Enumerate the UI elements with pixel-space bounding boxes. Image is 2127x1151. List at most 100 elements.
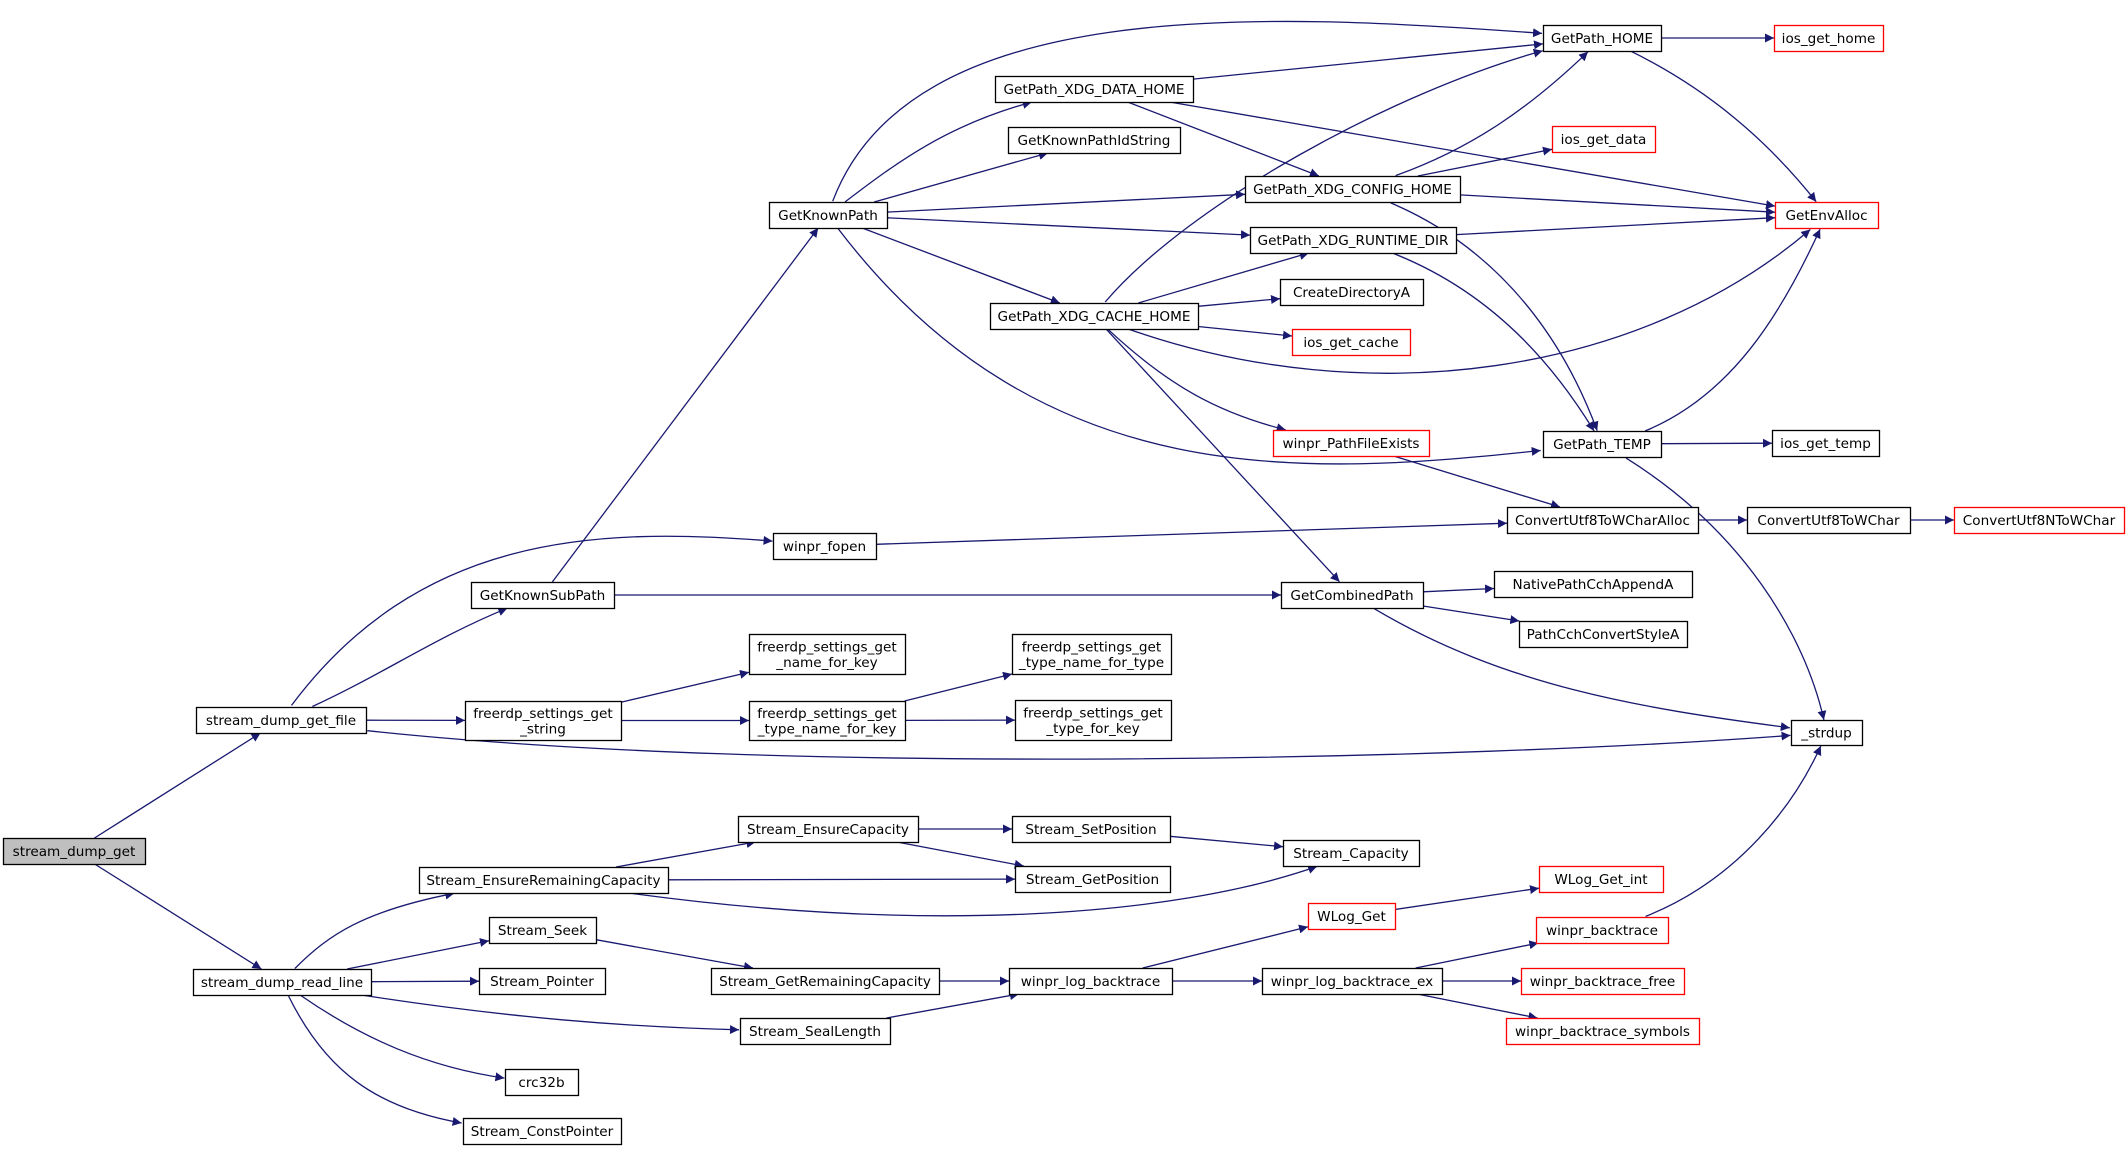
node-box[interactable] [1746, 506, 1912, 535]
node-box[interactable] [1007, 126, 1182, 155]
node-Stream_EnsureRemainingCapacity[interactable]: Stream_EnsureRemainingCapacity [418, 866, 670, 895]
node-box[interactable] [1538, 865, 1665, 894]
node-winpr_PathFileExists[interactable]: winpr_PathFileExists [1272, 429, 1431, 458]
node-box[interactable] [994, 75, 1195, 104]
node-ios_get_home[interactable]: ios_get_home [1773, 24, 1885, 53]
node-box[interactable] [1279, 278, 1425, 307]
node-winpr_log_backtrace_ex[interactable]: winpr_log_backtrace_ex [1261, 967, 1444, 996]
node-box[interactable] [1542, 24, 1663, 53]
node-box[interactable] [1773, 24, 1885, 53]
node-GetKnownPath[interactable]: GetKnownPath [768, 201, 889, 230]
node-box[interactable] [488, 916, 598, 945]
node-winpr_backtrace_free[interactable]: winpr_backtrace_free [1520, 967, 1686, 996]
node-stream_dump_get_file[interactable]: stream_dump_get_file [195, 706, 368, 735]
node-NativePathCchAppendA[interactable]: NativePathCchAppendA [1493, 570, 1694, 599]
node-box[interactable] [1506, 506, 1700, 535]
node-GetPath_XDG_CACHE_HOME[interactable]: GetPath_XDG_CACHE_HOME [989, 302, 1200, 331]
node-Stream_EnsureCapacity[interactable]: Stream_EnsureCapacity [737, 815, 920, 844]
node-Stream_Pointer[interactable]: Stream_Pointer [478, 967, 607, 996]
node-ConvertUtf8ToWChar[interactable]: ConvertUtf8ToWChar [1746, 506, 1912, 535]
node-box[interactable] [772, 532, 878, 561]
node-box[interactable] [768, 201, 889, 230]
node-freerdp_settings_get_type_name_for_type[interactable]: freerdp_settings_get_type_name_for_type [1011, 633, 1173, 676]
node-Stream_Seek[interactable]: Stream_Seek [488, 916, 598, 945]
node-box[interactable] [739, 1017, 892, 1046]
node-box[interactable] [1505, 1017, 1701, 1046]
node-box[interactable] [192, 968, 373, 997]
node-WLog_Get_int[interactable]: WLog_Get_int [1538, 865, 1665, 894]
node-box[interactable] [2, 837, 147, 866]
node-box[interactable] [462, 1117, 623, 1146]
node-box[interactable] [1272, 429, 1431, 458]
node-box[interactable] [1520, 967, 1686, 996]
node-CreateDirectoryA[interactable]: CreateDirectoryA [1279, 278, 1425, 307]
node-Stream_GetPosition[interactable]: Stream_GetPosition [1014, 865, 1172, 894]
node-GetPath_HOME[interactable]: GetPath_HOME [1542, 24, 1663, 53]
node-box[interactable] [1542, 430, 1663, 459]
node-GetPath_TEMP[interactable]: GetPath_TEMP [1542, 430, 1663, 459]
node-freerdp_settings_get_string[interactable]: freerdp_settings_get_string [464, 700, 623, 742]
node-box[interactable] [1014, 865, 1172, 894]
node-box[interactable] [470, 581, 616, 610]
node-box[interactable] [1551, 125, 1657, 154]
node-stream_dump_get[interactable]: stream_dump_get [2, 837, 147, 866]
node-box[interactable] [1493, 570, 1694, 599]
node-WLog_Get[interactable]: WLog_Get [1307, 902, 1397, 931]
node-box[interactable] [478, 967, 607, 996]
node-GetKnownSubPath[interactable]: GetKnownSubPath [470, 581, 616, 610]
node-box[interactable] [1011, 633, 1173, 676]
node-ios_get_data[interactable]: ios_get_data [1551, 125, 1657, 154]
node-PathCchConvertStyleA[interactable]: PathCchConvertStyleA [1518, 620, 1689, 649]
node-box[interactable] [195, 706, 368, 735]
node-GetKnownPathIdString[interactable]: GetKnownPathIdString [1007, 126, 1182, 155]
node-GetEnvAlloc[interactable]: GetEnvAlloc [1774, 201, 1880, 230]
node-box[interactable] [989, 302, 1200, 331]
node-freerdp_settings_get_type_name_for_key[interactable]: freerdp_settings_get_type_name_for_key [748, 700, 907, 742]
node-box[interactable] [1282, 839, 1421, 868]
node-winpr_log_backtrace[interactable]: winpr_log_backtrace [1008, 967, 1174, 996]
node-freerdp_settings_get_name_for_key[interactable]: freerdp_settings_get_name_for_key [748, 633, 907, 676]
node-ConvertUtf8NToWChar[interactable]: ConvertUtf8NToWChar [1953, 506, 2126, 535]
node-GetCombinedPath[interactable]: GetCombinedPath [1280, 581, 1425, 610]
node-box[interactable] [1244, 175, 1462, 204]
node-Stream_GetRemainingCapacity[interactable]: Stream_GetRemainingCapacity [710, 967, 941, 996]
node-winpr_backtrace[interactable]: winpr_backtrace [1535, 916, 1670, 945]
node-box[interactable] [504, 1068, 580, 1097]
node-winpr_fopen[interactable]: winpr_fopen [772, 532, 878, 561]
node-box[interactable] [1771, 429, 1881, 458]
node-freerdp_settings_get_type_for_key[interactable]: freerdp_settings_get_type_for_key [1014, 699, 1173, 742]
node-Stream_ConstPointer[interactable]: Stream_ConstPointer [462, 1117, 623, 1146]
node-stream_dump_read_line[interactable]: stream_dump_read_line [192, 968, 373, 997]
node-ios_get_cache[interactable]: ios_get_cache [1291, 328, 1412, 357]
node-box[interactable] [1011, 815, 1172, 844]
node-box[interactable] [1280, 581, 1425, 610]
node-GetPath_XDG_CONFIG_HOME[interactable]: GetPath_XDG_CONFIG_HOME [1244, 175, 1462, 204]
node-box[interactable] [1249, 226, 1458, 255]
node-box[interactable] [1014, 699, 1173, 742]
node-GetPath_XDG_DATA_HOME[interactable]: GetPath_XDG_DATA_HOME [994, 75, 1195, 104]
node-box[interactable] [1261, 967, 1444, 996]
node-box[interactable] [748, 633, 907, 676]
node-box[interactable] [737, 815, 920, 844]
node-box[interactable] [1953, 506, 2126, 535]
node-ios_get_temp[interactable]: ios_get_temp [1771, 429, 1881, 458]
node-box[interactable] [1774, 201, 1880, 230]
node-box[interactable] [710, 967, 941, 996]
node-box[interactable] [748, 700, 907, 742]
node-box[interactable] [1790, 719, 1864, 747]
node-_strdup[interactable]: _strdup [1790, 719, 1864, 747]
node-box[interactable] [464, 700, 623, 742]
node-Stream_Capacity[interactable]: Stream_Capacity [1282, 839, 1421, 868]
node-box[interactable] [1535, 916, 1670, 945]
node-box[interactable] [1008, 967, 1174, 996]
node-crc32b[interactable]: crc32b [504, 1068, 580, 1097]
node-box[interactable] [1518, 620, 1689, 649]
node-box[interactable] [418, 866, 670, 895]
node-Stream_SealLength[interactable]: Stream_SealLength [739, 1017, 892, 1046]
node-GetPath_XDG_RUNTIME_DIR[interactable]: GetPath_XDG_RUNTIME_DIR [1249, 226, 1458, 255]
node-Stream_SetPosition[interactable]: Stream_SetPosition [1011, 815, 1172, 844]
node-box[interactable] [1307, 902, 1397, 931]
node-box[interactable] [1291, 328, 1412, 357]
node-winpr_backtrace_symbols[interactable]: winpr_backtrace_symbols [1505, 1017, 1701, 1046]
node-ConvertUtf8ToWCharAlloc[interactable]: ConvertUtf8ToWCharAlloc [1506, 506, 1700, 535]
